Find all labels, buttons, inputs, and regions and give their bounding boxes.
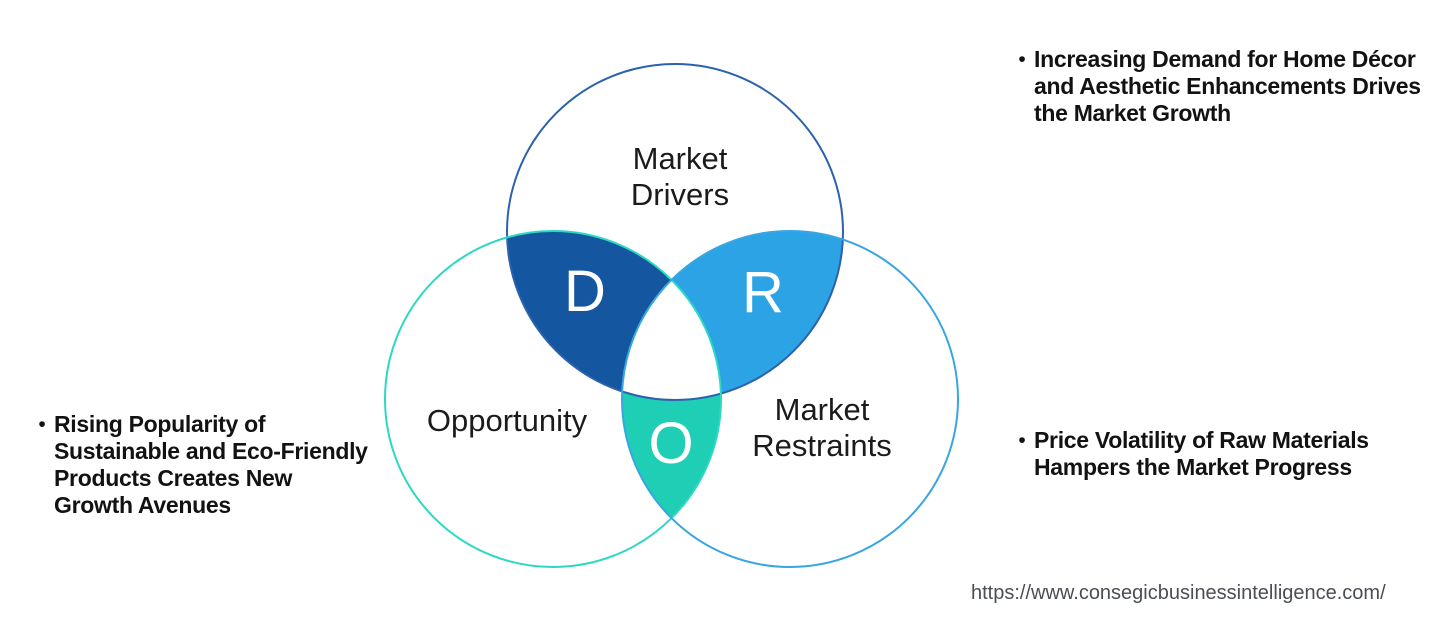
opportunity-circle-outline: [384, 230, 722, 568]
bullet-drivers: • Increasing Demand for Home Décor and A…: [1010, 46, 1453, 127]
drivers-circle-outline: [506, 63, 844, 401]
bullet-restraints: • Price Volatility of Raw Materials Hamp…: [1010, 427, 1453, 481]
bullet-opportunity: • Rising Popularity of Sustainable and E…: [30, 411, 414, 519]
bullet-restraints-text: Price Volatility of Raw Materials Hamper…: [1034, 427, 1369, 480]
restraints-circle-outline: [621, 230, 959, 568]
bullet-dot-icon: •: [38, 413, 46, 436]
bullet-drivers-text: Increasing Demand for Home Décor and Aes…: [1034, 46, 1421, 126]
bullet-opportunity-text: Rising Popularity of Sustainable and Eco…: [54, 411, 368, 518]
bullet-dot-icon: •: [1018, 48, 1026, 71]
source-url[interactable]: https://www.consegicbusinessintelligence…: [971, 582, 1386, 604]
bullet-dot-icon: •: [1018, 429, 1026, 452]
